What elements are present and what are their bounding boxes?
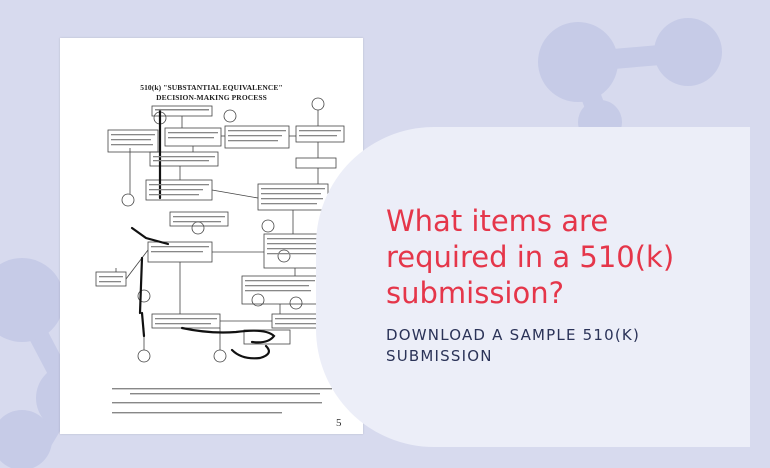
sample-document-thumbnail[interactable]: 510(k) "SUBSTANTIAL EQUIVALENCE" DECISIO…	[60, 38, 363, 434]
document-subtitle: DECISION-MAKING PROCESS	[156, 93, 267, 102]
download-sample-link[interactable]: DOWNLOAD A SAMPLE 510(K) SUBMISSION	[386, 326, 641, 365]
promo-headline: What items are required in a 510(k) subm…	[386, 204, 675, 310]
document-title: 510(k) "SUBSTANTIAL EQUIVALENCE"	[140, 83, 283, 92]
flowchart-diagram	[95, 97, 351, 414]
document-page-number: 5	[336, 417, 342, 429]
promo-card	[316, 127, 750, 447]
